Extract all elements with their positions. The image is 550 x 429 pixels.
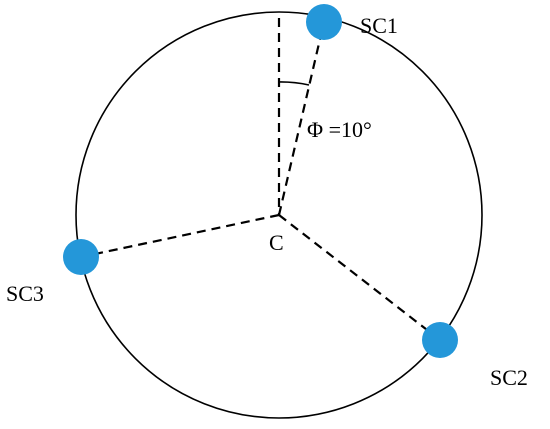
sc3-label: SC3: [6, 281, 44, 306]
radius-line-sc2: [278, 214, 441, 341]
radius-line-sc1: [277, 21, 326, 216]
orbit-circle: [75, 11, 483, 419]
sc3-node: [63, 239, 99, 275]
sc1-label: SC1: [360, 13, 398, 38]
radius-line-sc3: [80, 213, 280, 259]
sc2-node: [422, 322, 458, 358]
angle-label: Φ =10°: [307, 117, 372, 142]
sc2-label: SC2: [490, 365, 528, 390]
angle-arc: [278, 81, 310, 86]
sc1-node: [306, 4, 342, 40]
center-label: C: [269, 230, 284, 255]
